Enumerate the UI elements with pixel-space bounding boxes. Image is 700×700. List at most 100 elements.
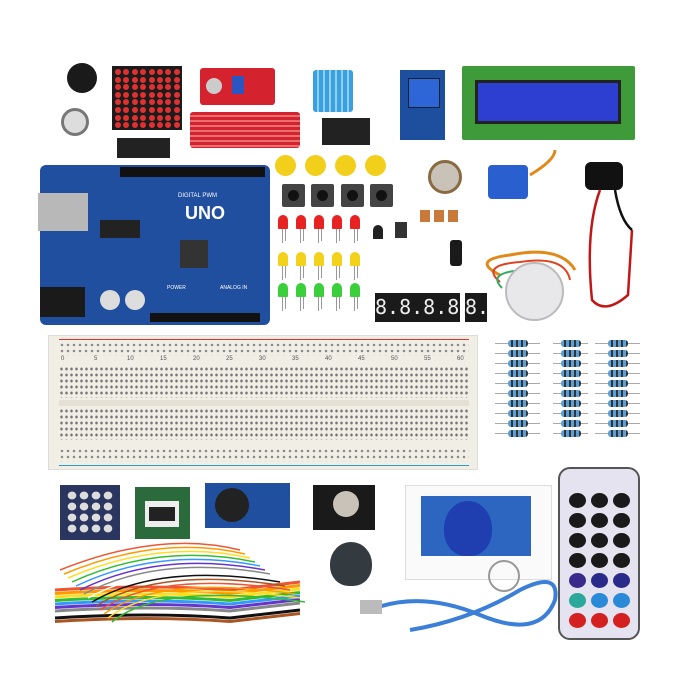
column-number: 15 xyxy=(160,356,167,362)
matrix-led xyxy=(165,84,172,91)
jumper-wire xyxy=(63,546,246,575)
digital-header xyxy=(120,167,265,177)
resistor xyxy=(560,430,581,437)
jumper-wire xyxy=(99,582,291,611)
column-number: 20 xyxy=(193,356,200,362)
matrix-led xyxy=(140,122,147,129)
led-leg xyxy=(303,297,304,309)
led xyxy=(314,215,324,229)
active-buzzer xyxy=(67,63,97,93)
matrix-led xyxy=(131,122,138,129)
matrix-led xyxy=(165,76,172,83)
sound-sensor-module xyxy=(200,68,275,105)
matrix-led xyxy=(131,69,138,75)
ribbon-wire xyxy=(54,598,301,610)
resistor xyxy=(560,400,581,407)
stepper-motor xyxy=(505,262,564,321)
ribbon-wire xyxy=(54,594,301,606)
matrix-led xyxy=(115,122,121,129)
seven-segment-4digit: 8.8.8.8. xyxy=(375,293,471,322)
matrix-led xyxy=(157,91,163,98)
matrix-led xyxy=(148,76,155,83)
led xyxy=(296,283,306,297)
resistor xyxy=(560,390,581,397)
resistor xyxy=(560,350,581,357)
stepper-wires xyxy=(485,250,577,277)
remote-button xyxy=(591,553,608,568)
ribbon-wire xyxy=(54,601,301,613)
column-number: 60 xyxy=(457,356,464,362)
button-knob xyxy=(376,190,387,201)
led-leg xyxy=(321,229,322,241)
jumper-wire xyxy=(59,542,241,571)
lcd1602-display xyxy=(462,66,635,140)
matrix-led xyxy=(115,84,121,91)
matrix-led xyxy=(148,91,155,98)
led-leg xyxy=(336,297,337,311)
digital-label: DIGITAL PWM xyxy=(178,193,217,199)
potentiometer xyxy=(428,160,462,194)
button-knob xyxy=(347,190,358,201)
led xyxy=(332,252,342,266)
matrix-led xyxy=(148,69,155,75)
usb-plug xyxy=(360,600,382,614)
jumper-wire xyxy=(107,590,301,619)
ribbon-wire xyxy=(54,605,301,617)
matrix-led xyxy=(157,69,163,75)
button-cap xyxy=(365,155,386,176)
jumper-wire xyxy=(75,558,261,587)
matrix-led xyxy=(131,114,138,121)
matrix-led xyxy=(173,122,180,129)
photoresistors xyxy=(420,210,460,222)
resistor xyxy=(560,410,581,417)
jumper-wire xyxy=(87,570,276,599)
led-leg xyxy=(303,266,304,278)
push-button xyxy=(370,184,393,207)
jumper-wire xyxy=(71,554,256,583)
matrix-led xyxy=(131,107,138,113)
matrix-led xyxy=(148,84,155,91)
ir-receiver-module xyxy=(322,118,370,145)
matrix-led xyxy=(173,84,180,91)
led-leg xyxy=(282,297,283,311)
matrix-led xyxy=(140,91,147,98)
push-button xyxy=(282,184,305,207)
column-number: 10 xyxy=(127,356,134,362)
jumper-wire xyxy=(83,566,271,595)
matrix-led xyxy=(157,122,163,129)
resistor xyxy=(607,400,628,407)
led-leg xyxy=(354,229,355,243)
remote-button xyxy=(569,553,586,568)
resistor xyxy=(607,340,628,347)
led-leg xyxy=(318,266,319,280)
resistor xyxy=(607,380,628,387)
resistor xyxy=(507,390,528,397)
column-number: 0 xyxy=(61,356,65,362)
matrix-led xyxy=(123,122,130,129)
matrix-led xyxy=(140,107,147,113)
matrix-led xyxy=(140,84,147,91)
matrix-led xyxy=(165,69,172,75)
led xyxy=(350,215,360,229)
battery-clip xyxy=(585,162,623,190)
led-leg xyxy=(339,229,340,241)
analog-label: ANALOG IN xyxy=(220,285,248,291)
led-leg xyxy=(354,266,355,280)
column-number: 50 xyxy=(391,356,398,362)
resistor xyxy=(560,370,581,377)
ir-remote-control xyxy=(558,467,640,640)
matrix-led xyxy=(131,91,138,98)
resistor xyxy=(507,380,528,387)
dc-jack xyxy=(40,287,85,317)
resistor xyxy=(507,430,528,437)
led xyxy=(350,283,360,297)
column-number: 55 xyxy=(424,356,431,362)
led-leg xyxy=(339,297,340,309)
remote-button xyxy=(569,573,586,588)
resistor xyxy=(607,370,628,377)
led-leg xyxy=(300,266,301,280)
remote-button xyxy=(591,533,608,548)
remote-button xyxy=(613,493,630,508)
